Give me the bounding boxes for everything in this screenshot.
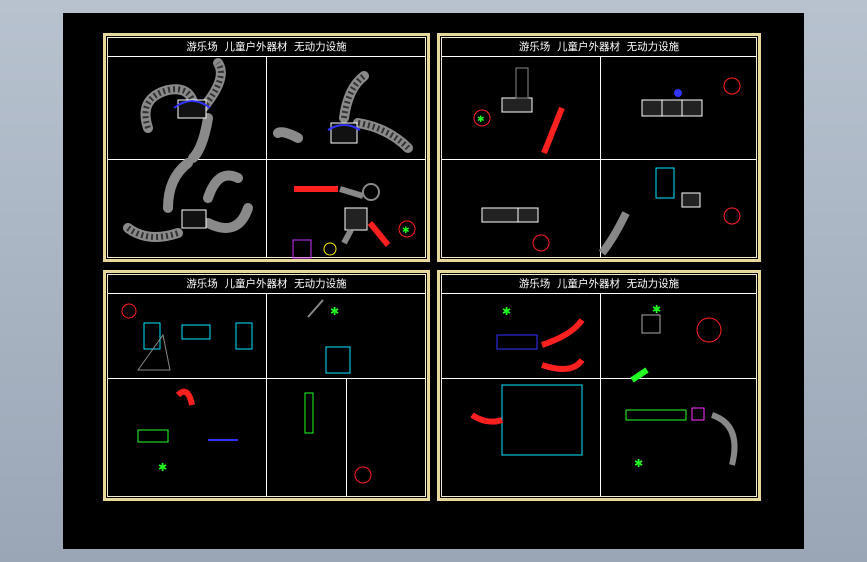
drawing-sheet-3: 游乐场 儿童户外器材 无动力设施 ✱ ✱ [103, 270, 430, 501]
svg-text:✱: ✱ [330, 305, 339, 318]
drawing-sheet-2: 游乐场 儿童户外器材 无动力设施 ✱ [437, 33, 761, 262]
grid-divider [442, 159, 756, 160]
grid-divider [442, 378, 756, 379]
playground-plan-drawings[interactable]: ✱ [442, 38, 760, 261]
grid-divider [600, 293, 601, 496]
playground-plan-drawings[interactable]: ✱ ✱ [108, 275, 429, 500]
playground-plan-drawings[interactable]: ✱ ✱ ✱ [442, 275, 760, 500]
drawing-sheet-4: 游乐场 儿童户外器材 无动力设施 ✱ ✱ ✱ [437, 270, 761, 501]
grid-divider [600, 56, 601, 257]
svg-text:✱: ✱ [402, 226, 410, 236]
svg-text:✱: ✱ [477, 115, 485, 125]
cad-viewport[interactable]: 游乐场 儿童户外器材 无动力设施 [63, 13, 804, 549]
drawing-sheet-1: 游乐场 儿童户外器材 无动力设施 [103, 33, 430, 262]
grid-divider [266, 293, 267, 496]
svg-text:✱: ✱ [158, 461, 167, 474]
sheet-title: 游乐场 儿童户外器材 无动力设施 [108, 275, 425, 294]
playground-plan-drawings[interactable]: ✱ [108, 38, 429, 261]
grid-divider [266, 56, 267, 257]
sheet-title: 游乐场 儿童户外器材 无动力设施 [442, 38, 756, 57]
svg-text:✱: ✱ [634, 457, 643, 470]
svg-text:✱: ✱ [652, 303, 661, 316]
grid-divider [346, 378, 347, 496]
svg-text:✱: ✱ [502, 305, 511, 318]
sheet-title: 游乐场 儿童户外器材 无动力设施 [442, 275, 756, 294]
